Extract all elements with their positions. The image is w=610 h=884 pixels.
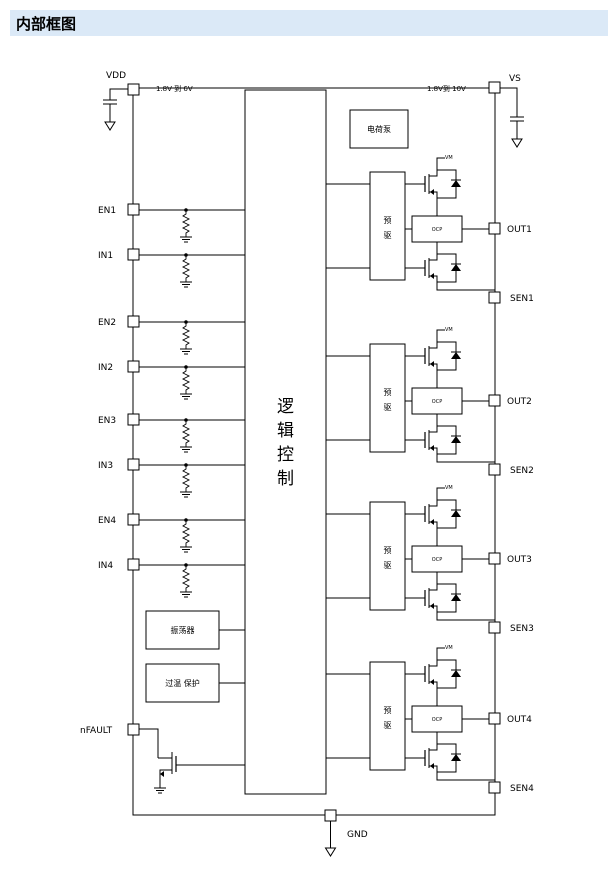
predriver-label-2: 驱 xyxy=(384,561,392,570)
logic-control-block xyxy=(244,89,327,795)
predriver-label-1: 预 xyxy=(384,215,392,225)
predriver-block xyxy=(369,661,406,771)
out3-label: OUT3 xyxy=(507,555,532,565)
sen3-label: SEN3 xyxy=(510,624,534,634)
predriver-label-2: 驱 xyxy=(384,231,392,240)
nfault-label: nFAULT xyxy=(80,726,113,736)
predriver-block xyxy=(369,501,406,611)
ocp-label: OCP xyxy=(432,227,442,233)
nfault-pin xyxy=(127,723,140,736)
section-title: 内部框图 xyxy=(16,15,77,33)
vdd-range: 1.8V 到 6V xyxy=(156,85,193,93)
en4-label: EN4 xyxy=(98,516,116,526)
vm-label: VM xyxy=(445,485,453,491)
oscillator-label: 振荡器 xyxy=(171,625,195,635)
vm-label: VM xyxy=(445,645,453,651)
out2-label: OUT2 xyxy=(507,397,532,407)
en2-label: EN2 xyxy=(98,318,116,328)
en3-pin xyxy=(127,413,140,426)
in3-label: IN3 xyxy=(98,461,113,471)
vs-pin xyxy=(488,81,501,94)
charge-pump-block xyxy=(349,109,409,149)
thermal-protection-block xyxy=(145,663,220,703)
out4-pin xyxy=(488,712,501,725)
logic-label-3: 控 xyxy=(277,445,294,465)
in1-pin xyxy=(127,248,140,261)
sen4-label: SEN4 xyxy=(510,784,534,794)
out2-pin xyxy=(488,394,501,407)
ocp-label: OCP xyxy=(432,557,442,563)
charge-pump-label: 电荷泵 xyxy=(367,124,391,134)
sen1-pin xyxy=(488,291,501,304)
predriver-label-2: 驱 xyxy=(384,403,392,412)
gnd-label: GND xyxy=(347,830,368,840)
vs-range: 1.8V到 10V xyxy=(427,85,466,93)
out4-label: OUT4 xyxy=(507,715,532,725)
in4-label: IN4 xyxy=(98,561,113,571)
in2-label: IN2 xyxy=(98,363,113,373)
out1-label: OUT1 xyxy=(507,225,532,235)
gnd-pin xyxy=(324,809,337,822)
vs-label: VS xyxy=(509,74,521,84)
en3-label: EN3 xyxy=(98,416,116,426)
in4-pin xyxy=(127,558,140,571)
chip-outline xyxy=(132,87,496,816)
en1-pin xyxy=(127,203,140,216)
sen1-label: SEN1 xyxy=(510,294,534,304)
predriver-block xyxy=(369,171,406,281)
en4-pin xyxy=(127,513,140,526)
vm-label: VM xyxy=(445,155,453,161)
vdd-label: VDD xyxy=(106,71,126,81)
sen4-pin xyxy=(488,781,501,794)
in3-pin xyxy=(127,458,140,471)
logic-label-1: 逻 xyxy=(277,397,294,417)
vm-label: VM xyxy=(445,327,453,333)
en2-pin xyxy=(127,315,140,328)
logic-label-4: 制 xyxy=(277,469,294,489)
predriver-label-1: 预 xyxy=(384,387,392,397)
in2-pin xyxy=(127,360,140,373)
predriver-label-2: 驱 xyxy=(384,721,392,730)
sen3-pin xyxy=(488,621,501,634)
predriver-block xyxy=(369,343,406,453)
out3-pin xyxy=(488,552,501,565)
section-header: 内部框图 xyxy=(10,10,608,36)
logic-label-2: 辑 xyxy=(277,421,294,441)
out1-pin xyxy=(488,222,501,235)
predriver-label-1: 预 xyxy=(384,545,392,555)
ocp-label: OCP xyxy=(432,717,442,723)
en1-label: EN1 xyxy=(98,206,116,216)
thermal-protection-label: 过温 保护 xyxy=(165,678,200,688)
in1-label: IN1 xyxy=(98,251,113,261)
ocp-label: OCP xyxy=(432,399,442,405)
predriver-label-1: 预 xyxy=(384,705,392,715)
sen2-label: SEN2 xyxy=(510,466,534,476)
vdd-pin xyxy=(127,83,140,96)
sen2-pin xyxy=(488,463,501,476)
